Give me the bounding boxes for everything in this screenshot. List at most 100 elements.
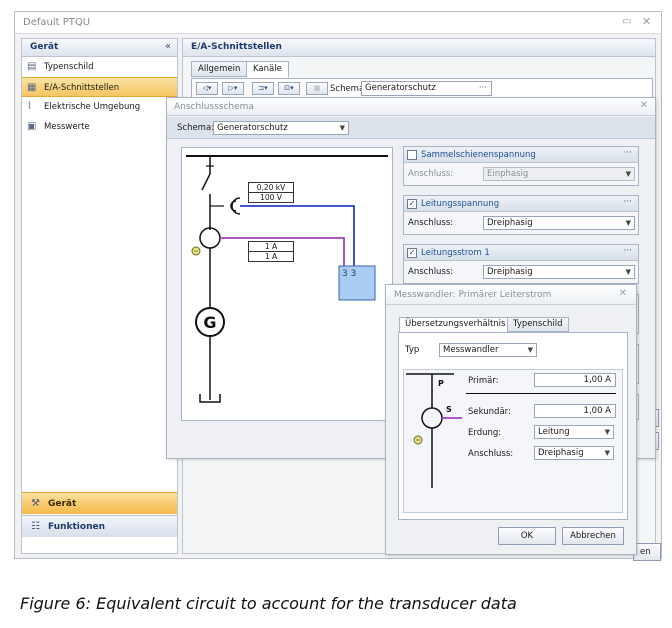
- schema-bar: Schema: Generatorschutz ▼: [167, 117, 655, 139]
- sekundaer-input[interactable]: 1,00 A: [534, 404, 616, 418]
- more-icon[interactable]: ···: [623, 148, 632, 158]
- ratio-pane: Typ Messwandler ▼ P S Primär: 1,: [398, 332, 628, 520]
- nav-item-messwerte[interactable]: ▣ Messwerte: [22, 117, 177, 137]
- nav-section-geraet[interactable]: ⚒ Gerät: [22, 492, 177, 514]
- more-icon[interactable]: ···: [623, 246, 632, 256]
- move-right-button[interactable]: ▷▾: [222, 82, 244, 95]
- anschluss-select-value: Dreiphasig: [538, 448, 584, 458]
- navigation-panel: Gerät « ▤ Typenschild ▦ E/A-Schnittstell…: [21, 38, 178, 554]
- move-left-button[interactable]: ◁▾: [196, 82, 218, 95]
- group-checkbox[interactable]: ✓: [407, 199, 417, 209]
- minimize-icon[interactable]: ▭: [622, 16, 632, 27]
- cancel-button[interactable]: Abbrechen: [562, 527, 624, 545]
- io-interfaces-icon: ▦: [27, 82, 37, 93]
- more-icon[interactable]: ···: [623, 197, 632, 207]
- figure-caption: Figure 6: Equivalent circuit to account …: [20, 594, 517, 613]
- terminal-block[interactable]: [338, 265, 376, 301]
- anschluss-label: Anschluss:: [408, 218, 454, 228]
- anschluss-select[interactable]: Dreiphasig ▼: [483, 265, 635, 279]
- group-row: Anschluss: Dreiphasig ▼: [404, 212, 638, 234]
- typ-select[interactable]: Messwandler ▼: [439, 343, 537, 357]
- nav-item-ea-schnittstellen[interactable]: ▦ E/A-Schnittstellen: [22, 77, 177, 97]
- nav-section-label: Funktionen: [48, 522, 105, 532]
- anschlussschema-dialog: Anschlussschema ✕ Schema: Generatorschut…: [166, 97, 656, 459]
- nav-section-funktionen[interactable]: ☷ Funktionen: [22, 515, 177, 537]
- nav-section-label: Gerät: [48, 499, 77, 509]
- typ-select-value: Messwandler: [443, 345, 499, 355]
- divider: [466, 393, 616, 394]
- nav-item-label: Typenschild: [44, 62, 94, 72]
- anschluss-select-value: Einphasig: [487, 169, 529, 179]
- ground-symbol: [199, 394, 221, 403]
- edit-button[interactable]: ⊡▾: [278, 82, 300, 95]
- schema-field[interactable]: Generatorschutz ···: [361, 81, 492, 96]
- primaer-input[interactable]: 1,00 A: [534, 373, 616, 387]
- group-leitungsspannung: ✓ Leitungsspannung ··· Anschluss: Dreiph…: [403, 195, 639, 235]
- device-icon: ⚒: [31, 498, 40, 509]
- sekundaer-label: Sekundär:: [468, 407, 511, 417]
- main-cancel-button[interactable]: en: [633, 543, 661, 561]
- anschluss-label: Anschluss:: [468, 449, 514, 459]
- nav-header: Gerät «: [22, 39, 177, 57]
- anschluss-select-value: Dreiphasig: [487, 267, 533, 277]
- group-sammelschienenspannung: Sammelschienenspannung ··· Anschluss: Ei…: [403, 146, 639, 186]
- group-leitungsstrom-1: ✓ Leitungsstrom 1 ··· Anschluss: Dreipha…: [403, 244, 639, 284]
- nav-header-title: Gerät: [30, 42, 59, 52]
- voltage-transformer-symbol: [231, 197, 241, 215]
- group-row: Anschluss: Dreiphasig ▼: [404, 261, 638, 283]
- schema-label: Schema:: [177, 123, 215, 133]
- group-header: Sammelschienenspannung ···: [404, 147, 638, 163]
- anschluss-select[interactable]: Einphasig ▼: [483, 167, 635, 181]
- content-title: E/A-Schnittstellen: [191, 42, 282, 52]
- nav-item-typenschild[interactable]: ▤ Typenschild: [22, 57, 177, 77]
- layout-button[interactable]: ⊐▾: [252, 82, 274, 95]
- close-icon[interactable]: ✕: [642, 15, 652, 28]
- group-title: Leitungsstrom 1: [421, 248, 490, 258]
- tab-uebersetzungsverhaeltnis[interactable]: Übersetzungsverhältnis: [399, 317, 512, 333]
- dialog-title: Messwandler: Primärer Leiterstrom: [394, 290, 552, 300]
- delete-button[interactable]: ▦: [306, 82, 328, 95]
- close-icon[interactable]: ✕: [618, 288, 627, 299]
- anschluss-select[interactable]: Dreiphasig ▼: [534, 446, 614, 460]
- primaer-label: Primär:: [468, 376, 499, 386]
- anschluss-select-value: Dreiphasig: [487, 218, 533, 228]
- dialog-title-bar: Messwandler: Primärer Leiterstrom ✕: [386, 285, 636, 305]
- schema-label: Schema: [330, 84, 365, 94]
- nav-item-label: Messwerte: [44, 122, 90, 132]
- chevron-down-icon: ▼: [604, 449, 610, 457]
- electrical-environment-icon: ⌇: [27, 101, 32, 112]
- measured-values-icon: ▣: [27, 121, 37, 132]
- chevron-down-icon: ▼: [625, 170, 631, 178]
- collapse-icon[interactable]: «: [164, 41, 171, 52]
- tab-kanaele[interactable]: Kanäle: [246, 61, 289, 78]
- anschluss-select[interactable]: Dreiphasig ▼: [483, 216, 635, 230]
- current-primary: 1 A: [249, 242, 293, 252]
- erdung-select[interactable]: Leitung ▼: [534, 425, 614, 439]
- nav-item-label: Elektrische Umgebung: [44, 102, 141, 112]
- p-label: P: [438, 379, 444, 388]
- group-title: Leitungsspannung: [421, 199, 500, 209]
- group-checkbox[interactable]: [407, 150, 417, 160]
- group-row: Anschluss: Einphasig ▼: [404, 163, 638, 185]
- voltage-ratio-box: 0,20 kV 100 V: [248, 182, 294, 203]
- schema-select[interactable]: Generatorschutz ▼: [213, 121, 349, 135]
- channel-toolbar: ◁▾ ▷▾ ⊐▾ ⊡▾ ▦ Schema Generatorschutz ···: [191, 78, 653, 98]
- circuit-diagram: G 3 3 0,20 kV 100 V 1 A 1 A: [181, 147, 393, 421]
- schema-field-value: Generatorschutz: [365, 83, 436, 93]
- messwandler-dialog: Messwandler: Primärer Leiterstrom ✕ Über…: [385, 284, 637, 555]
- ok-button[interactable]: OK: [498, 527, 556, 545]
- more-icon[interactable]: ···: [478, 83, 487, 93]
- functions-icon: ☷: [31, 521, 40, 532]
- tab-allgemein[interactable]: Allgemein: [191, 61, 248, 77]
- close-icon[interactable]: ✕: [639, 100, 648, 111]
- erdung-select-value: Leitung: [538, 427, 570, 437]
- breaker-blade: [201, 173, 211, 191]
- nameplate-icon: ▤: [27, 61, 37, 72]
- dialog-title: Anschlussschema: [174, 102, 254, 112]
- nav-item-elektrische-umgebung[interactable]: ⌇ Elektrische Umgebung: [22, 97, 177, 117]
- tab-typenschild[interactable]: Typenschild: [507, 317, 569, 332]
- chevron-down-icon: ▼: [625, 268, 631, 276]
- nav-item-label: E/A-Schnittstellen: [44, 83, 120, 93]
- group-checkbox[interactable]: ✓: [407, 248, 417, 258]
